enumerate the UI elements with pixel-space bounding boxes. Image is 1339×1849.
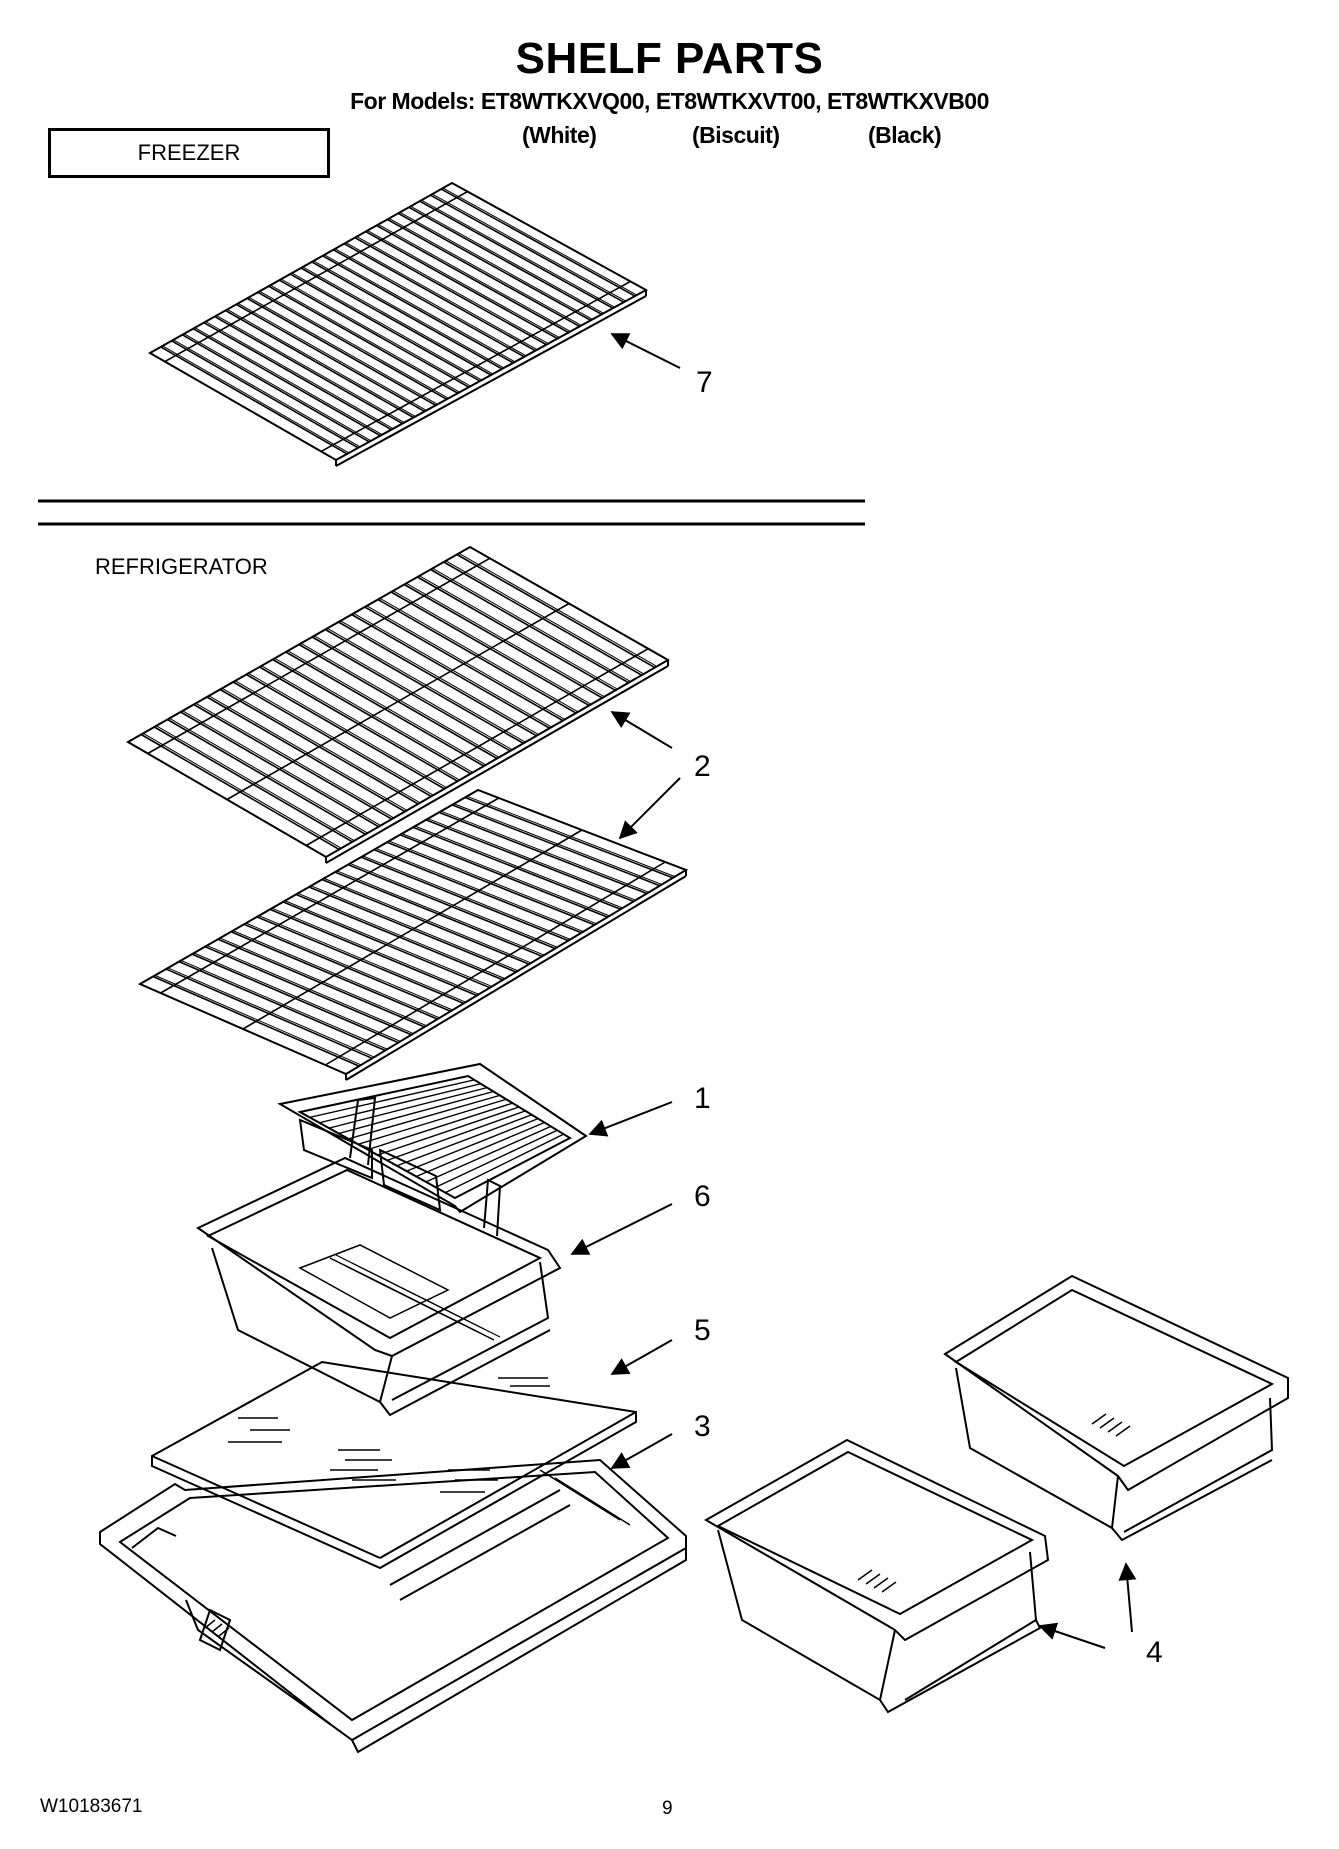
refrigerator-wire-shelf-lower [137,788,689,1081]
crisper-drawer-left [703,1438,1050,1714]
callout-7: 7 [696,366,713,399]
leader-4b [1118,1562,1137,1633]
glass-crisper-cover [151,1360,637,1570]
leader-6 [570,1203,673,1255]
models-line: For Models: ET8WTKXVQ00, ET8WTKXVT00, ET… [350,88,989,114]
callout-2: 2 [694,750,711,783]
callout-3: 3 [694,1410,711,1443]
page-number: 9 [662,1798,673,1819]
leader-3 [610,1433,673,1469]
page-title: SHELF PARTS [515,34,824,83]
refrigerator-section-label: REFRIGERATOR [95,554,268,579]
freezer-section-label: FREEZER [48,128,330,178]
half-wire-shelf [277,1062,588,1214]
section-divider [38,499,865,526]
crisper-drawer-right [943,1274,1289,1542]
document-number: W10183671 [40,1796,143,1817]
leader-1 [588,1101,673,1137]
leader-4a [1038,1622,1106,1649]
color-biscuit: (Biscuit) [692,122,780,148]
color-black: (Black) [868,122,942,148]
leader-7 [610,333,681,369]
color-white: (White) [522,122,597,148]
callout-5: 5 [694,1314,711,1347]
meat-pan-drawer [196,1096,562,1417]
leader-2-upper [610,711,673,749]
leader-lines [570,333,1137,1649]
freezer-wire-shelf [147,181,649,467]
callout-6: 6 [694,1180,711,1213]
crisper-cover-frame [99,1458,687,1754]
callout-4: 4 [1146,1636,1163,1669]
callout-1: 1 [694,1082,711,1115]
leader-5 [610,1339,673,1375]
refrigerator-wire-shelf-upper [125,545,671,864]
leader-2-lower [618,777,681,840]
